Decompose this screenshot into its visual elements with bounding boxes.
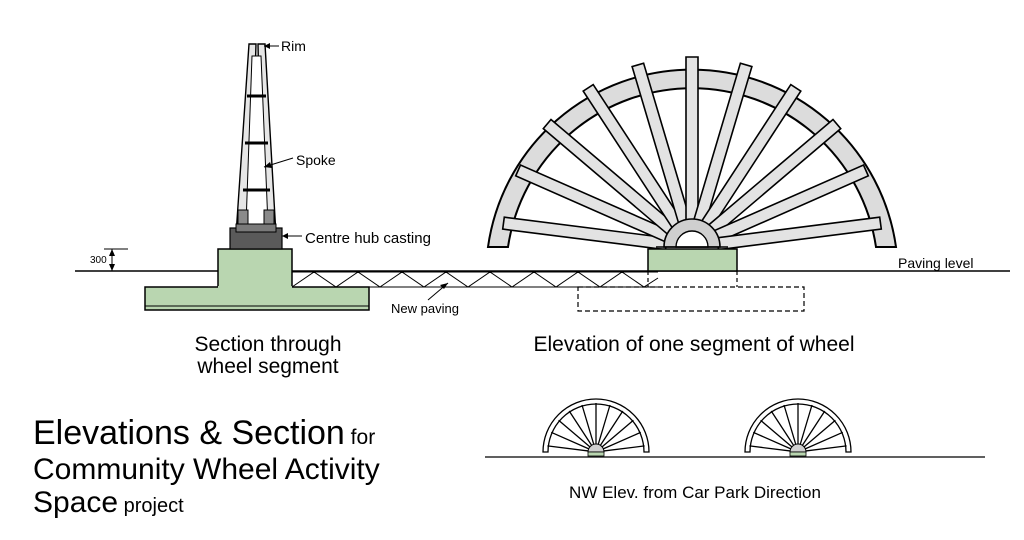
elevation-wheel — [486, 56, 898, 251]
small-wheel-spoke — [752, 431, 793, 451]
small-wheel-spoke — [783, 404, 797, 447]
title-line-2: Community Wheel Activity — [33, 453, 380, 486]
small-wheel-spoke — [803, 431, 844, 451]
spoke-label: Spoke — [296, 152, 336, 168]
title-line-3: Space project — [33, 486, 184, 519]
small-wheel-plinth — [587, 451, 605, 457]
small-wheel-spoke — [803, 445, 847, 452]
small-wheel-spoke — [600, 419, 634, 449]
small-wheel-spoke — [802, 419, 836, 449]
nw-wheel-right — [744, 398, 852, 457]
new-paving-leader — [427, 282, 449, 301]
small-wheel-spoke — [601, 431, 642, 451]
small-wheel-rim — [744, 398, 852, 453]
small-wheel-plinth — [789, 451, 807, 457]
small-wheel-spoke — [598, 410, 624, 448]
elevation-plinth — [647, 248, 738, 272]
title-line-3-suffix: project — [118, 495, 184, 517]
title-line-1: Elevations & Section for — [33, 414, 375, 452]
rim-leader — [264, 43, 279, 49]
small-wheel-rim — [542, 398, 650, 453]
small-wheel-spoke — [770, 410, 796, 448]
small-wheel-hub — [789, 443, 807, 453]
small-wheel-spoke — [799, 404, 813, 447]
section-caption-line2: wheel segment — [196, 355, 338, 378]
spoke-leader — [263, 157, 294, 168]
new-paving-label: New paving — [391, 301, 459, 316]
section-foundation — [144, 248, 370, 311]
dimension-label: 300 — [90, 255, 107, 266]
small-wheel-hub — [587, 443, 605, 453]
section-caption-line1: Section through — [194, 333, 341, 356]
title-line-1-suffix: for — [345, 426, 375, 449]
hub-label: Centre hub casting — [305, 230, 431, 247]
title-line-3-main: Space — [33, 486, 118, 519]
rim-label: Rim — [281, 38, 306, 54]
hub-leader — [282, 233, 302, 239]
section-hub-casting — [229, 223, 283, 250]
small-wheel-spoke — [547, 445, 591, 452]
wheel-spokes — [501, 56, 883, 251]
small-wheel-spoke — [749, 445, 793, 452]
wheel-spoke — [685, 56, 699, 222]
elevation-foundation-dashed — [577, 271, 805, 312]
small-wheel-spoke — [558, 419, 592, 449]
small-wheel-spoke — [760, 419, 794, 449]
nw-wheel-left — [542, 398, 650, 457]
title-line-1-main: Elevations & Section — [33, 414, 345, 452]
elevation-caption: Elevation of one segment of wheel — [533, 333, 854, 356]
small-wheel-spoke — [800, 410, 826, 448]
section-spoke-profile — [235, 43, 277, 236]
small-wheel-spoke — [550, 431, 591, 451]
small-wheel-spoke — [597, 404, 611, 447]
paving-level-label: Paving level — [898, 255, 974, 271]
dimension-marker — [104, 248, 128, 271]
nw-elevation-caption: NW Elev. from Car Park Direction — [569, 483, 821, 502]
new-paving-hatch — [291, 271, 659, 288]
small-wheel-spoke — [568, 410, 594, 448]
small-wheel-spoke — [601, 445, 645, 452]
small-wheel-spoke — [581, 404, 595, 447]
